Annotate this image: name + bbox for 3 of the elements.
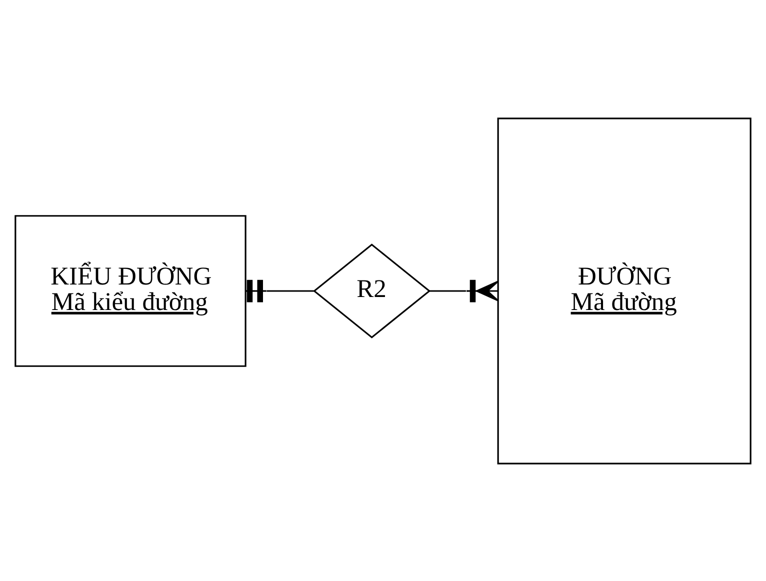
node-box: KIỂU ĐƯỜNG Mã kiểu đường bbox=[14, 214, 246, 366]
node-box: ĐƯỜNG Mã đường bbox=[497, 117, 752, 464]
node-diamond: R2 bbox=[313, 243, 431, 338]
